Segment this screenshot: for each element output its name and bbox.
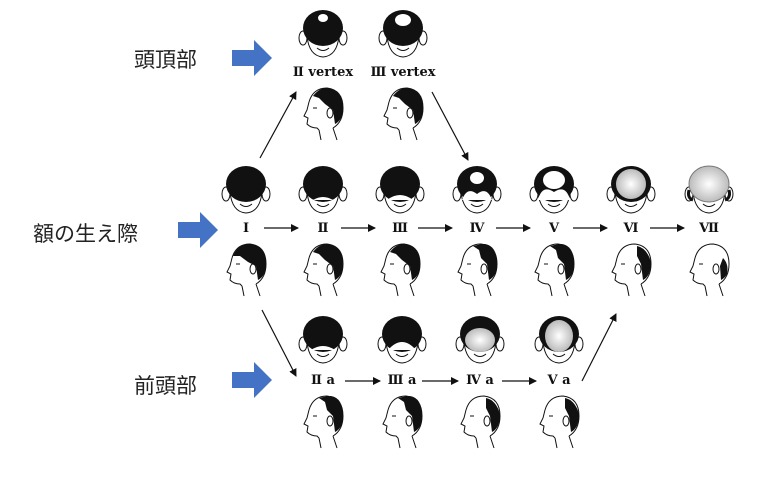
crown-label: 頭頂部 (134, 48, 197, 72)
head-top-stage-3a (377, 316, 427, 364)
head-side-stage-4a (460, 395, 501, 449)
stage-label-3a: Ⅲ a (387, 373, 417, 388)
head-side-stage-2 (303, 243, 344, 297)
stage-label-3: Ⅲ (392, 221, 408, 236)
head-top-vertex-3 (378, 10, 428, 58)
flow-arrow-5a-to-6 (581, 313, 617, 382)
stage-label-vertex-3: Ⅲ vertex (370, 65, 436, 80)
hairline-pointer-arrow (178, 212, 218, 248)
front-pointer-arrow (232, 362, 272, 398)
head-side-vertex-2 (303, 87, 344, 141)
flow-arrow-vertex-to-4 (431, 91, 469, 161)
head-top-stage-5a (534, 316, 584, 364)
head-top-stage-6 (606, 166, 656, 214)
head-side-stage-2a (303, 395, 344, 449)
stage-label-vertex-2: Ⅱ vertex (292, 65, 354, 80)
crown-pointer-arrow (232, 40, 272, 76)
flow-arrow-to-vertex (259, 91, 297, 159)
front-label: 前頭部 (134, 374, 197, 398)
head-side-stage-3a (382, 395, 423, 449)
head-side-vertex-3 (383, 87, 424, 141)
head-top-stage-1 (221, 166, 271, 214)
hairline-label: 額の生え際 (33, 222, 138, 246)
head-side-stage-5 (534, 243, 575, 297)
head-top-stage-5 (529, 166, 579, 214)
stage-label-5a: Ⅴ a (547, 373, 571, 388)
head-side-stage-7 (689, 243, 730, 297)
head-top-stage-4 (452, 166, 502, 214)
stage-label-1: Ⅰ (242, 221, 250, 236)
head-top-stage-2a (298, 316, 348, 364)
head-top-stage-7 (684, 165, 734, 214)
head-side-stage-5a (539, 395, 580, 449)
flow-arrow-to-anterior (261, 309, 297, 377)
stage-label-2a: Ⅱ a (311, 373, 335, 388)
head-side-stage-6 (611, 243, 652, 297)
stage-label-4: Ⅳ (469, 221, 485, 236)
stage-label-4a: Ⅳ a (466, 373, 494, 388)
head-side-stage-1 (226, 243, 267, 297)
head-top-vertex-2 (298, 10, 348, 58)
head-side-stage-4 (457, 243, 498, 297)
head-side-stage-3 (380, 243, 421, 297)
stage-label-2: Ⅱ (317, 221, 329, 236)
stage-label-5: Ⅴ (548, 221, 560, 236)
head-top-stage-3 (375, 166, 425, 214)
stage-label-7: Ⅶ (699, 221, 719, 236)
head-top-stage-4a (455, 316, 505, 364)
stage-label-6: Ⅵ (623, 221, 639, 236)
head-top-stage-2 (298, 166, 348, 214)
